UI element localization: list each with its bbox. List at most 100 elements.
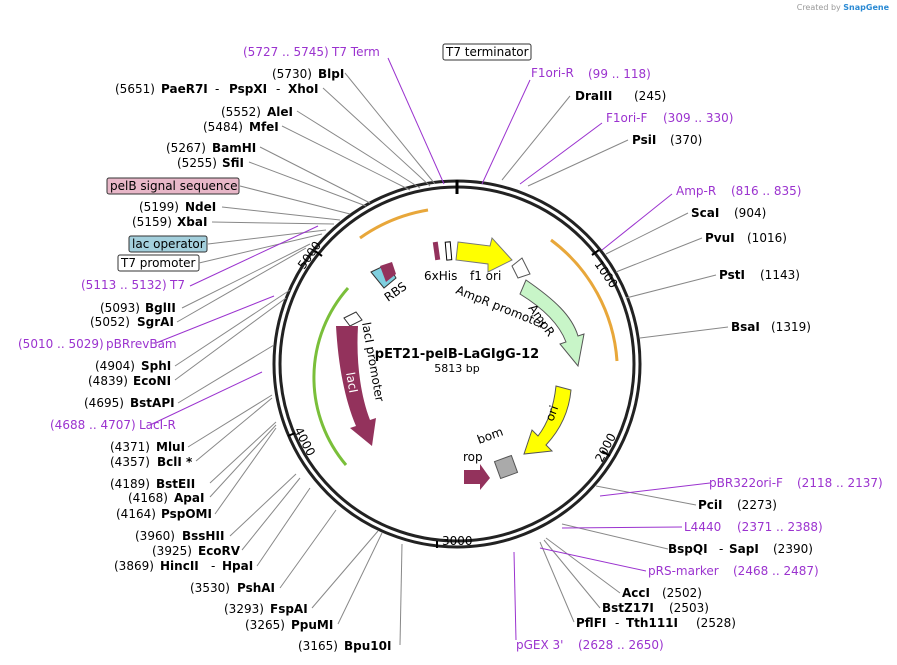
enzyme-bpu10i[interactable]: Bpu10I: [344, 639, 391, 653]
primer-lacir-pos: (4688 .. 4707): [50, 418, 136, 432]
primer-t7term[interactable]: T7 Term: [331, 45, 380, 59]
box-t7-terminator[interactable]: [442, 43, 532, 61]
primer-pbr322-pos: (2118 .. 2137): [797, 476, 883, 490]
enzyme-mlui[interactable]: MluI: [156, 440, 185, 454]
enzyme-xhoi[interactable]: XhoI: [288, 82, 319, 96]
enzyme-pvui[interactable]: PvuI: [705, 231, 735, 245]
enzyme-psii[interactable]: PsiI: [632, 133, 656, 147]
enzyme-bcli[interactable]: BclI *: [157, 455, 193, 469]
enzyme-pcii[interactable]: PciI: [698, 498, 723, 512]
primer-t7term-pos: (5727 .. 5745): [243, 45, 329, 59]
primer-f1orir[interactable]: F1ori-R: [531, 66, 574, 80]
enzyme-bamhi[interactable]: BamHI: [212, 141, 256, 155]
primer-l4440-pos: (2371 .. 2388): [737, 520, 823, 534]
enzyme-bsteii[interactable]: BstEII: [156, 477, 195, 491]
enzyme-hincii[interactable]: HincII: [160, 559, 199, 573]
enzyme-pflfi[interactable]: PflFI: [576, 616, 606, 630]
box-lac-operator-label: lac operator: [132, 237, 205, 251]
dash-pspxi: -: [276, 82, 280, 96]
primer-prs[interactable]: pRS-marker: [648, 564, 719, 578]
enzyme-sfii[interactable]: SfiI: [222, 156, 244, 170]
primer-pbr322[interactable]: pBR322ori-F: [709, 476, 783, 490]
green-arc-laci: [312, 287, 350, 466]
pos-bstz17i: (2503): [669, 601, 709, 615]
primer-pgex-pos: (2628 .. 2650): [578, 638, 664, 652]
enzyme-apai[interactable]: ApaI: [174, 491, 204, 505]
enzyme-draiii[interactable]: DraIII: [575, 89, 612, 103]
enzyme-ppumi[interactable]: PpuMI: [291, 618, 333, 632]
pos-pflfi: (2528): [696, 616, 736, 630]
enzyme-sgrai[interactable]: SgrAI: [137, 315, 174, 329]
enzyme-bsai[interactable]: BsaI: [731, 320, 760, 334]
pos-fspai: (3293): [224, 602, 264, 616]
small-feature[interactable]: [444, 241, 453, 261]
enzyme-hpai[interactable]: HpaI: [222, 559, 253, 573]
pos-blpi: (5730): [272, 67, 312, 81]
tick-1000: [591, 249, 600, 256]
dash-paer7i: -: [215, 82, 219, 96]
enzyme-sapi[interactable]: SapI: [729, 542, 759, 556]
f1-ori-feature[interactable]: [455, 236, 513, 273]
label-6xhis: 6xHis: [424, 269, 457, 283]
enzyme-bglii[interactable]: BglII: [145, 301, 176, 315]
label-bom: bom: [475, 425, 505, 447]
ampr-promoter-feature[interactable]: [511, 257, 531, 279]
primer-ampr[interactable]: Amp-R: [676, 184, 716, 198]
dash-pflfi: -: [615, 616, 619, 630]
enzyme-blpi[interactable]: BlpI: [318, 67, 344, 81]
enzyme-ecorv[interactable]: EcoRV: [198, 544, 241, 558]
ampr-feature[interactable]: [519, 279, 585, 368]
primer-l4440[interactable]: L4440: [684, 520, 721, 534]
bom-feature[interactable]: [493, 454, 519, 480]
pos-sgrai: (5052): [90, 315, 130, 329]
enzyme-scai[interactable]: ScaI: [691, 206, 719, 220]
enzyme-mfei[interactable]: MfeI: [249, 120, 279, 134]
laci-promoter-feature[interactable]: [343, 311, 363, 327]
enzyme-tth111i[interactable]: Tth111I: [626, 616, 678, 630]
box-pelb[interactable]: [106, 177, 240, 195]
enzyme-acci[interactable]: AccI: [622, 586, 650, 600]
pos-psti: (1143): [760, 268, 800, 282]
enzyme-pspxi[interactable]: PspXI: [229, 82, 267, 96]
rop-feature[interactable]: [464, 464, 490, 490]
plasmid-length: 5813 bp: [434, 362, 479, 375]
enzyme-econi[interactable]: EcoNI: [133, 374, 171, 388]
box-t7-terminator-label: T7 terminator: [445, 45, 529, 59]
enzyme-sphi[interactable]: SphI: [141, 359, 171, 373]
primer-f1orif[interactable]: F1ori-F: [606, 111, 647, 125]
enzyme-bstapi[interactable]: BstAPI: [130, 396, 175, 410]
enzyme-pshai[interactable]: PshAI: [237, 581, 275, 595]
pos-bspqi: (2390): [773, 542, 813, 556]
enzyme-pspomi[interactable]: PspOMI: [161, 507, 212, 521]
tick-label-4000: 4000: [291, 425, 318, 459]
primer-t7[interactable]: T7: [169, 278, 185, 292]
primer-pbrrevbam[interactable]: pBRrevBam: [106, 337, 177, 351]
plasmid-name: pET21-pelB-LaGIgG-12: [375, 347, 539, 362]
enzyme-bspqi[interactable]: BspQI: [668, 542, 708, 556]
primer-f1orir-pos: (99 .. 118): [588, 67, 651, 81]
box-lac-operator[interactable]: [128, 235, 208, 253]
enzyme-fspai[interactable]: FspAI: [270, 602, 308, 616]
enzyme-alei[interactable]: AleI: [267, 105, 293, 119]
enzyme-psti[interactable]: PstI: [719, 268, 745, 282]
primer-t7-pos: (5113 .. 5132): [81, 278, 167, 292]
snapgene-credit: Created by SnapGene: [797, 3, 889, 12]
primer-lacir[interactable]: LacI-R: [139, 418, 176, 432]
enzyme-bsshii[interactable]: BssHII: [182, 529, 224, 543]
primer-pgex[interactable]: pGEX 3': [516, 638, 563, 652]
pelb-feature[interactable]: [380, 262, 396, 282]
his-tag-feature[interactable]: [432, 241, 441, 261]
enzyme-bstz17i[interactable]: BstZ17I: [602, 601, 654, 615]
pos-ecorv: (3925): [152, 544, 192, 558]
pos-ppumi: (3265): [245, 618, 285, 632]
enzyme-ndei[interactable]: NdeI: [185, 200, 216, 214]
enzyme-paer7i[interactable]: PaeR7I: [161, 82, 208, 96]
orange-arc-ampr: [550, 238, 619, 362]
pos-bstapi: (4695): [84, 396, 124, 410]
pos-pspomi: (4164): [116, 507, 156, 521]
laci-feature[interactable]: [336, 326, 376, 446]
pos-mfei: (5484): [203, 120, 243, 134]
pos-pshai: (3530): [190, 581, 230, 595]
ori-feature[interactable]: [523, 385, 572, 455]
enzyme-xbai[interactable]: XbaI: [177, 215, 207, 229]
